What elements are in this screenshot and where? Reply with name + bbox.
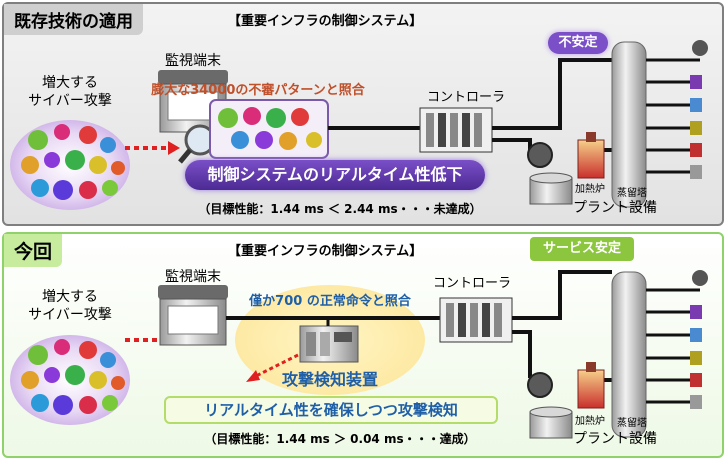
top-controller-label: コントローラ xyxy=(426,90,505,105)
bottom-threat-label-1: 増大する xyxy=(42,289,98,305)
top-tower-outlets xyxy=(646,58,700,174)
top-terminal-label: 監視端末 xyxy=(165,53,221,69)
bottom-tower-outlets xyxy=(646,288,700,404)
top-pipe-1 xyxy=(492,58,612,130)
bottom-heater xyxy=(577,362,605,409)
bottom-plant-label: プラント設備 xyxy=(573,431,657,447)
bottom-controller-label: コントローラ xyxy=(432,276,511,291)
bottom-product-drums xyxy=(690,270,708,409)
top-distillation-tower xyxy=(611,41,647,208)
realtime-degradation-ribbon: 制御システムのリアルタイム性低下 xyxy=(185,160,485,190)
top-performance-text: （目標性能：1.44 ms ＜ 2.44 ms・・・未達成） xyxy=(198,202,482,216)
top-threat-label-1: 増大する xyxy=(42,75,98,91)
bottom-terminal-label: 監視端末 xyxy=(165,269,221,285)
bottom-controller xyxy=(439,297,513,343)
magnifier-icon xyxy=(178,124,216,164)
top-match-text: 膨大な34000の不審パターンと照合 xyxy=(151,83,365,98)
top-product-drums xyxy=(690,40,708,179)
bottom-tank xyxy=(529,406,573,439)
bottom-pipe-1 xyxy=(512,270,612,320)
top-attack-arrowhead xyxy=(168,141,180,155)
bottom-monitor-terminal xyxy=(158,285,228,346)
bottom-tower-label: 蒸留塔 xyxy=(617,418,647,429)
existing-tech-tab: 既存技術の適用 xyxy=(4,4,143,35)
bottom-performance-text: （目標性能：1.44 ms ＞ 0.04 ms・・・達成） xyxy=(204,432,476,446)
suspicious-patterns-box xyxy=(209,99,329,159)
detector-label: 攻撃検知装置 xyxy=(281,370,378,389)
bottom-heater-label: 加熱炉 xyxy=(575,416,605,427)
bottom-virus-cloud xyxy=(10,335,130,425)
top-pipe-2 xyxy=(492,138,532,150)
bottom-subtitle: 【重要インフラの制御システム】 xyxy=(228,244,423,259)
top-monitor-terminal xyxy=(158,70,228,133)
top-controller xyxy=(419,107,493,153)
unstable-badge: 不安定 xyxy=(548,32,608,54)
attack-detector-device xyxy=(299,318,359,363)
top-virus-cloud xyxy=(10,120,130,210)
detector-alert-arrowhead xyxy=(246,370,260,382)
top-threat-label-2: サイバー攻撃 xyxy=(28,93,112,109)
top-heater-label: 加熱炉 xyxy=(575,184,605,195)
top-heater xyxy=(577,132,605,179)
top-subtitle: 【重要インフラの制御システム】 xyxy=(228,14,423,29)
detector-alert-arrow xyxy=(251,353,299,380)
bottom-threat-label-2: サイバー攻撃 xyxy=(28,307,112,323)
new-tech-tab: 今回 xyxy=(4,234,63,267)
top-pump-icon xyxy=(527,142,553,168)
bottom-match-text: 僅か700 の正常命令と照合 xyxy=(249,294,411,309)
top-tower-label: 蒸留塔 xyxy=(617,188,647,199)
realtime-detection-banner: リアルタイム性を確保しつつ攻撃検知 xyxy=(164,396,498,424)
bottom-pipe-2 xyxy=(512,330,532,378)
top-tank xyxy=(529,172,573,205)
top-plant-label: プラント設備 xyxy=(573,200,657,216)
bottom-pump-icon xyxy=(527,372,553,398)
service-stable-badge: サービス安定 xyxy=(530,237,634,261)
bottom-distillation-tower xyxy=(611,271,647,438)
